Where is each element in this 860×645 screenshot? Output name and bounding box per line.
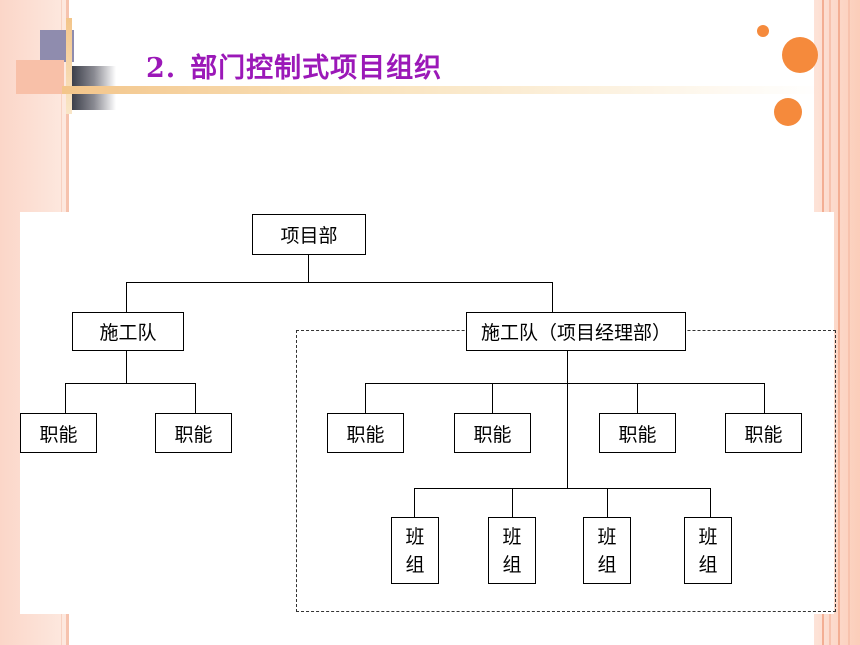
connector-line [512,488,513,518]
connector-line [567,350,568,488]
node-function: 职能 [20,413,97,453]
work-group-label: 组 [698,553,718,576]
right-decorative-line [848,0,850,645]
node-function: 职能 [599,413,676,453]
title-rule [62,86,822,94]
title-number: 2. [146,53,177,84]
connector-line [308,254,309,282]
decorative-circle-small [757,25,769,37]
work-group-label: 班 [698,525,718,548]
connector-line [607,488,608,518]
decorative-circle-large [782,37,818,73]
node-function: 职能 [454,413,531,453]
project-manager-dept-boundary [296,330,836,612]
work-group-label: 班 [502,525,522,548]
work-group-label: 组 [502,553,522,576]
node-function: 职能 [327,413,404,453]
connector-line [637,383,638,413]
node-work-group: 班 组 [583,517,631,584]
connector-line [65,383,66,413]
node-project-dept: 项目部 [252,214,366,255]
node-function: 职能 [725,413,802,453]
title-text: 部门控制式项目组织 [190,53,443,84]
connector-line [710,488,711,518]
work-group-label: 组 [405,553,425,576]
connector-line [365,383,765,384]
node-construction-team-right: 施工队（项目经理部） [466,312,686,351]
connector-line [414,488,711,489]
work-group-label: 组 [597,553,617,576]
decorative-circle-medium [774,98,802,126]
node-work-group: 班 组 [684,517,732,584]
connector-line [552,282,553,312]
connector-line [365,383,366,413]
work-group-label: 班 [405,525,425,548]
node-function: 职能 [155,413,232,453]
title-vertical-rule [66,18,72,114]
connector-line [126,282,553,283]
work-group-label: 班 [597,525,617,548]
right-decorative-line [838,0,840,645]
slide-title: 2. 部门控制式项目组织 [146,46,442,85]
node-construction-team-left: 施工队 [72,312,184,351]
node-work-group: 班 组 [488,517,536,584]
title-corner-square [16,60,64,94]
connector-line [414,488,415,518]
connector-line [126,350,127,383]
connector-line [764,383,765,413]
connector-line [492,383,493,413]
connector-line [195,383,196,413]
connector-line [65,383,196,384]
connector-line [126,282,127,312]
node-work-group: 班 组 [391,517,439,584]
